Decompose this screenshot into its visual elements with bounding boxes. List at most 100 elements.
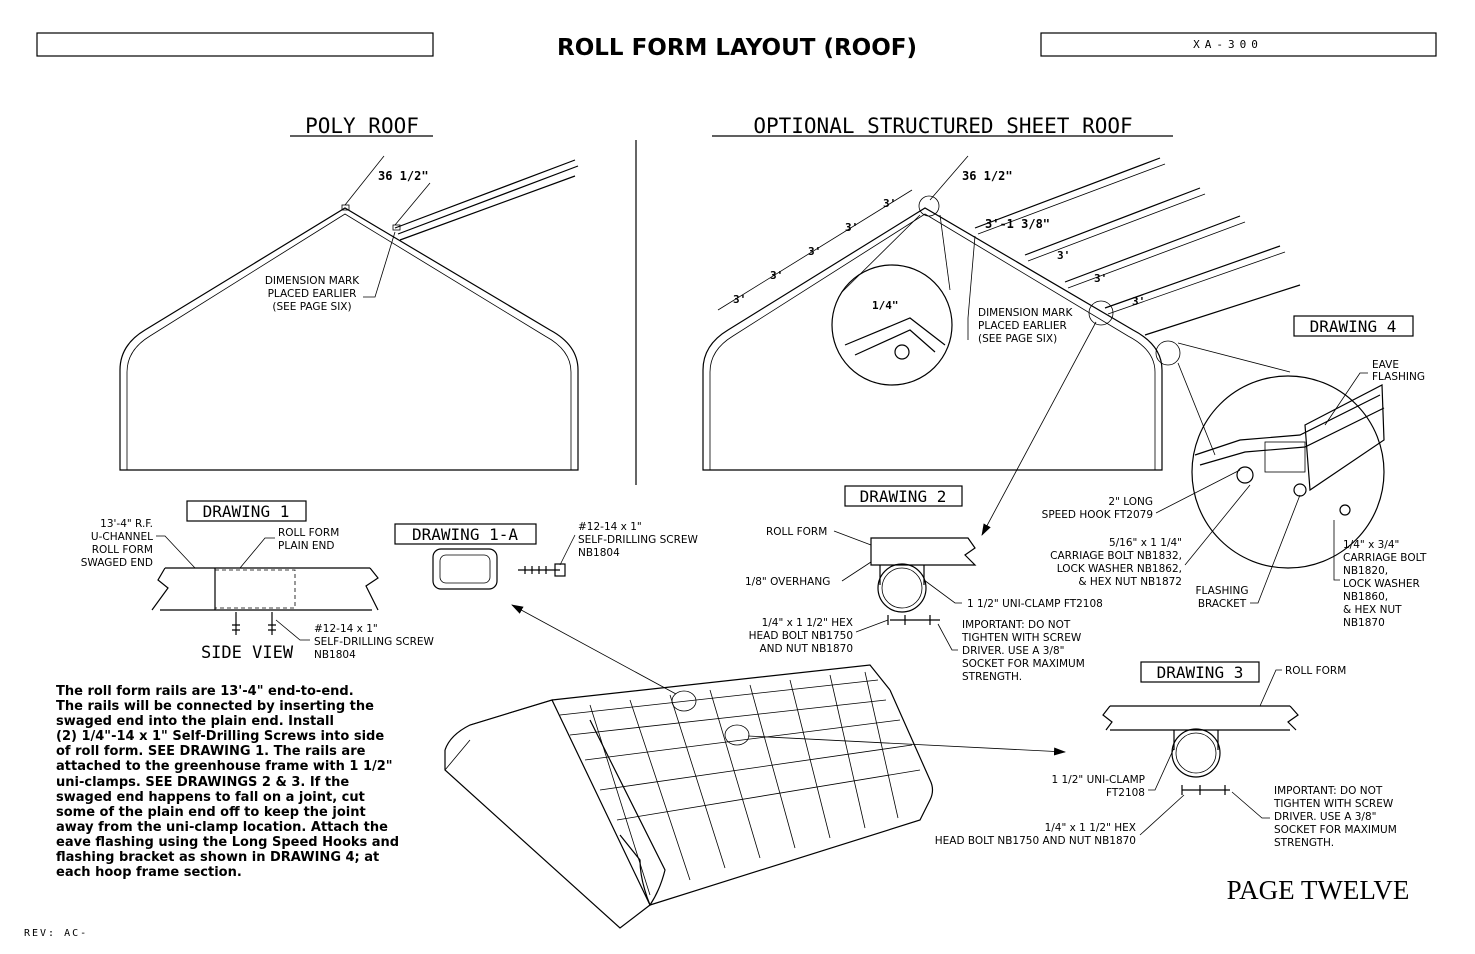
drawing4-carriage2-4: LOCK WASHER	[1343, 578, 1420, 590]
poly-mark-note-3: (SEE PAGE SIX)	[272, 301, 351, 313]
instruction-line: flashing bracket as shown in DRAWING 4; …	[56, 850, 380, 866]
pointer-to-drawing3	[747, 735, 1066, 756]
instruction-line: uni-clamps. SEE DRAWINGS 2 & 3. If the	[56, 774, 350, 790]
drawing1-screws	[232, 612, 276, 635]
drawing3-clamp-2: FT2108	[1106, 787, 1145, 799]
drawing2-important-4: SOCKET FOR MAXIMUM	[962, 658, 1085, 670]
revision: REV: AC-	[24, 928, 88, 939]
drawing2-overhang: 1/8" OVERHANG	[745, 576, 830, 588]
sheet-spacing-2: 3'	[770, 269, 783, 282]
drawing3-label: DRAWING 3	[1157, 663, 1244, 682]
greenhouse-isometric	[444, 664, 934, 929]
drawing2-assembly	[870, 537, 977, 625]
drawing2-bolt-3: AND NUT NB1870	[759, 643, 853, 655]
drawing1-left-note-4: SWAGED END	[81, 557, 153, 569]
drawing4-hook-1: 2" LONG	[1108, 496, 1153, 508]
drawing3-important-5: STRENGTH.	[1274, 837, 1334, 849]
instruction-line: swaged end happens to fall on a joint, c…	[56, 789, 365, 805]
drawing1a-label: DRAWING 1-A	[412, 525, 518, 544]
page-title: ROLL FORM LAYOUT (ROOF)	[557, 35, 917, 61]
drawing1a-screw	[518, 563, 566, 577]
doc-number-box	[1040, 32, 1437, 57]
sheet-spacing-7: 3'	[1094, 272, 1107, 285]
drawing4-eave-1: EAVE	[1372, 359, 1399, 371]
drawing1-rail	[151, 567, 379, 611]
drawing1-label: DRAWING 1	[203, 502, 290, 521]
peak-detail-enlarged	[831, 264, 953, 386]
instruction-line: some of the plain end off to keep the jo…	[56, 804, 366, 820]
eave-detail-enlarged	[1191, 375, 1385, 569]
instruction-line: The rails will be connected by inserting…	[56, 699, 374, 715]
drawing3-important-1: IMPORTANT: DO NOT	[1274, 785, 1383, 797]
drawing1a-screw-3: NB1804	[578, 547, 620, 559]
drawing2-important-3: DRIVER. USE A 3/8"	[962, 645, 1064, 657]
detail-circle-joint	[1088, 300, 1114, 326]
drawing4-carriage2-3: NB1820,	[1343, 565, 1388, 577]
drawing1-left-note-3: ROLL FORM	[92, 544, 153, 556]
drawing1-left-note-1: 13'-4" R.F.	[100, 518, 153, 530]
poly-mark-note-2: PLACED EARLIER	[268, 288, 357, 300]
sheet-roof-heading: OPTIONAL STRUCTURED SHEET ROOF	[753, 114, 1132, 138]
sheet-spacing-3: 3'	[808, 245, 821, 258]
instruction-line: (2) 1/4"-14 x 1" Self-Drilling Screws in…	[56, 729, 385, 745]
instruction-line: attached to the greenhouse frame with 1 …	[56, 759, 393, 775]
drawing1-plain-1: ROLL FORM	[278, 527, 339, 539]
drawing3-bolt-1: 1/4" x 1 1/2" HEX	[1045, 822, 1136, 834]
sheet-mark-note-3: (SEE PAGE SIX)	[978, 333, 1057, 345]
detail-circle-peak	[918, 195, 940, 217]
drawing2-important-2: TIGHTEN WITH SCREW	[961, 632, 1082, 644]
drawing4-hook-2: SPEED HOOK FT2079	[1042, 509, 1153, 521]
sheet-detail-dim: 1/4"	[872, 299, 899, 312]
drawing2-bolt-1: 1/4" x 1 1/2" HEX	[762, 617, 853, 629]
drawing4-bracket-2: BRACKET	[1198, 598, 1247, 610]
drawing4-carriage2-7: NB1870	[1343, 617, 1385, 629]
drawing1-screw-3: NB1804	[314, 649, 356, 661]
pointer-joint-to-drawing2	[981, 321, 1097, 536]
sheet-spacing-1: 3'	[733, 293, 746, 306]
poly-roof-heading: POLY ROOF	[305, 114, 419, 138]
pointer-to-drawing1a	[511, 604, 677, 695]
sheet-spacing-4: 3'	[845, 221, 858, 234]
drawing3-important-3: DRIVER. USE A 3/8"	[1274, 811, 1376, 823]
drawing3-clamp-1: 1 1/2" UNI-CLAMP	[1051, 774, 1145, 786]
drawing1-label-box	[186, 500, 307, 522]
sheet-spacing-6: 3'	[1057, 249, 1070, 262]
greenhouse-callout-1a	[671, 690, 697, 712]
instruction-line: of roll form. SEE DRAWING 1. The rails a…	[56, 744, 366, 760]
drawing2-label: DRAWING 2	[860, 487, 947, 506]
drawing1-screw-2: SELF-DRILLING SCREW	[314, 636, 435, 648]
sheet-mark-note-1: DIMENSION MARK	[978, 307, 1073, 319]
doc-number: XA-300	[1193, 38, 1263, 51]
sheet-mark-note-2: PLACED EARLIER	[978, 320, 1067, 332]
drawing3-bolt-2: HEAD BOLT NB1750 AND NUT NB1870	[935, 835, 1136, 847]
sheet-roof-dim-top: 36 1/2"	[962, 169, 1013, 183]
drawing4-bracket-1: FLASHING	[1196, 585, 1249, 597]
drawing3-roll-form: ROLL FORM	[1285, 665, 1346, 677]
drawing3-label-box	[1140, 661, 1260, 683]
drawing4-label: DRAWING 4	[1310, 317, 1397, 336]
drawing2-clamp: 1 1/2" UNI-CLAMP FT2108	[967, 598, 1103, 610]
drawing4-carriage2-6: & HEX NUT	[1343, 604, 1402, 616]
drawing1a-screw-2: SELF-DRILLING SCREW	[578, 534, 699, 546]
drawing4-carriage2-5: NB1860,	[1343, 591, 1388, 603]
drawing3-assembly	[1102, 705, 1299, 795]
drawing2-label-box	[844, 485, 963, 507]
drawing4-carriage1-1: 5/16" x 1 1/4"	[1109, 537, 1182, 549]
drawing4-eave-2: FLASHING	[1372, 371, 1425, 383]
sheet-spacing-5: 3'	[883, 197, 896, 210]
instructions-paragraph: The roll form rails are 13'-4" end-to-en…	[56, 684, 426, 880]
instruction-line: each hoop frame section.	[56, 865, 242, 881]
page-number: PAGE TWELVE	[1227, 875, 1410, 905]
poly-roof-frame	[119, 159, 579, 471]
detail-circle-eave	[1155, 340, 1181, 366]
instruction-line: eave flashing using the Long Speed Hooks…	[56, 834, 400, 850]
drawing4-carriage1-3: LOCK WASHER NB1862,	[1057, 563, 1182, 575]
drawing2-bolt-2: HEAD BOLT NB1750	[749, 630, 853, 642]
drawing4-carriage2-2: CARRIAGE BOLT	[1343, 552, 1427, 564]
instruction-line: swaged end into the plain end. Install	[56, 714, 334, 730]
drawing1-side-view: SIDE VIEW	[201, 643, 294, 663]
drawing3-important-2: TIGHTEN WITH SCREW	[1273, 798, 1394, 810]
poly-roof-dim: 36 1/2"	[378, 169, 429, 183]
